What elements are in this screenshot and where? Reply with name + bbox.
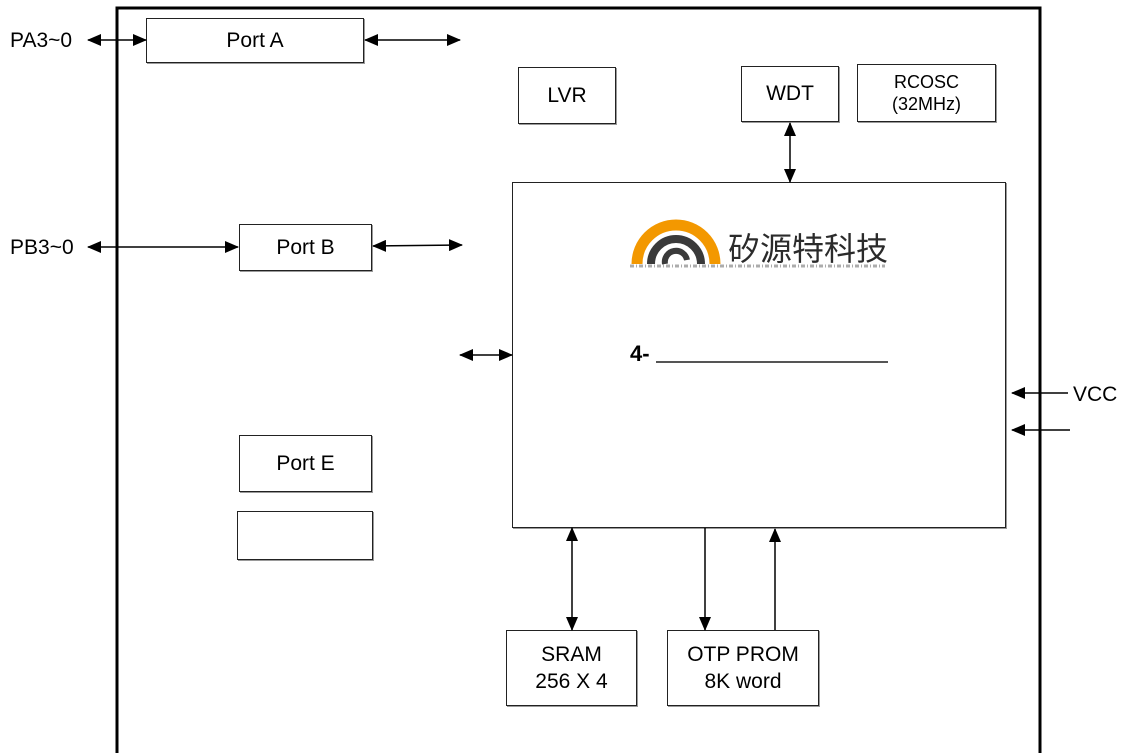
company-logo: 矽源特科技 — [630, 219, 888, 268]
sram-block: SRAM 256 X 4 — [506, 630, 637, 706]
port-b-label: Port B — [276, 235, 335, 259]
pb-pin-label: PB3~0 — [10, 236, 74, 259]
core-label: 4- — [630, 341, 650, 366]
logo-text: 矽源特科技 — [728, 230, 888, 268]
port-b-block: Port B — [239, 224, 372, 271]
chip-boundary — [115, 6, 1042, 753]
rcosc-block: RCOSC (32MHz) — [857, 64, 996, 122]
lvr-label: LVR — [547, 83, 587, 107]
port-a-block: Port A — [146, 18, 364, 63]
unlabeled-block — [237, 511, 373, 560]
otp-label-line1: OTP PROM — [687, 642, 799, 666]
port-b-bus-arrow — [372, 239, 463, 252]
wdt-label: WDT — [766, 82, 814, 106]
sram-label-line1: SRAM — [541, 642, 602, 666]
port-a-label: Port A — [226, 28, 284, 52]
logo-inner-arc-icon — [661, 247, 690, 265]
pa-pin-label: PA3~0 — [10, 29, 73, 52]
wdt-block: WDT — [741, 66, 839, 122]
otp-label-line2: 8K word — [704, 670, 782, 693]
sram-label-line2: 256 X 4 — [535, 670, 608, 693]
rcosc-label-line1: RCOSC — [893, 71, 959, 92]
rcosc-label-line2: (32MHz) — [891, 94, 961, 114]
otp-prom-block: OTP PROM 8K word — [667, 630, 819, 706]
logo-dark-arc-icon — [647, 235, 705, 265]
lvr-block: LVR — [518, 67, 616, 124]
port-e-block: Port E — [239, 435, 372, 492]
vcc-pin-label: VCC — [1073, 383, 1118, 406]
cpu-core-block — [512, 182, 1006, 528]
logo-orange-arc-icon — [631, 219, 721, 265]
port-e-label: Port E — [276, 451, 335, 475]
